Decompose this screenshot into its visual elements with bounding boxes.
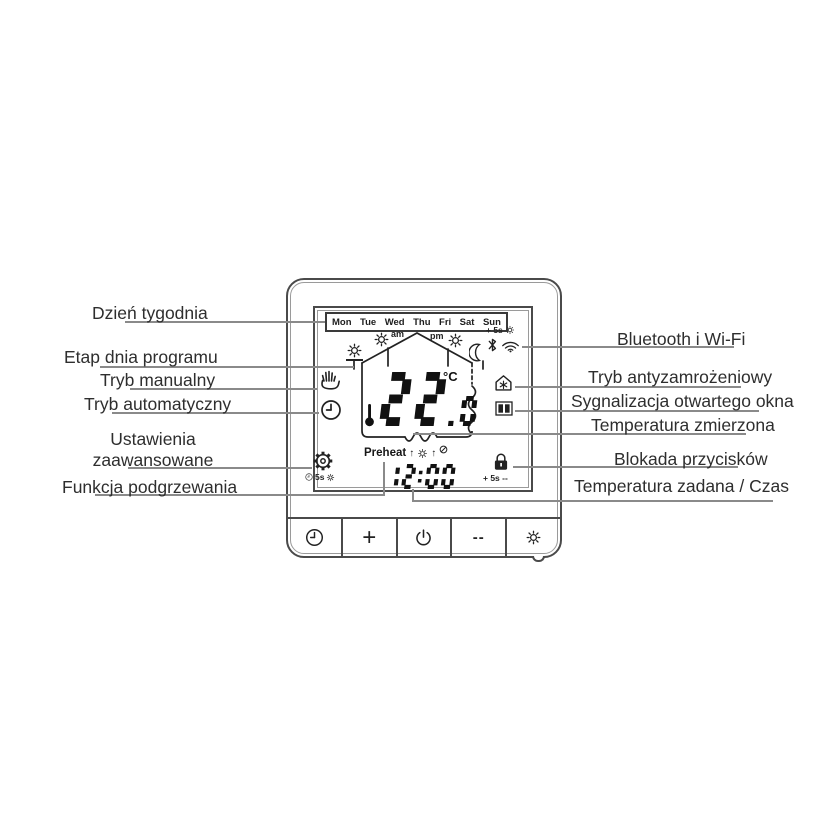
- callout-auto-mode: Tryb automatyczny: [84, 394, 232, 414]
- callout-program-stage: Etap dnia programu: [64, 347, 218, 367]
- callout-open-window: Sygnalizacja otwartego okna: [571, 391, 794, 411]
- power-button[interactable]: [395, 519, 451, 556]
- arrow-up-icon: ↑: [409, 447, 415, 459]
- body-bottom-notch: [532, 556, 545, 562]
- weekday-sun: Sun: [482, 316, 501, 328]
- callout-measured-temperature: Temperatura zmierzona: [591, 415, 775, 435]
- pm-label: pm: [430, 331, 444, 341]
- plus-label: +: [362, 523, 377, 551]
- weekday-thu: Thu: [413, 316, 431, 328]
- preheat-label: Preheat: [364, 447, 407, 459]
- leader-program-stage: [100, 366, 354, 368]
- leader-key-lock: [513, 466, 738, 468]
- no-heating-icon: [439, 445, 448, 454]
- weekday-sat: Sat: [459, 316, 475, 328]
- wifi-hold-hint-text: + 5s: [486, 325, 503, 335]
- clock-mini-icon: [305, 473, 313, 481]
- measured-temperature-readout: [377, 372, 487, 431]
- leader-measured-temperature: [413, 433, 746, 435]
- sun-mini-icon: [326, 473, 335, 482]
- clock-icon: [305, 528, 324, 547]
- weekday-fri: Fri: [439, 316, 452, 328]
- weekday-mon: Mon: [332, 316, 352, 328]
- temperature-unit: °C: [443, 369, 458, 384]
- callout-advanced-settings-line1: Ustawienia: [110, 429, 196, 449]
- lcd-inner-outline: [317, 310, 529, 488]
- arrow-up-icon: ↑: [431, 447, 437, 459]
- callout-preheat-function: Funkcja podgrzewania: [62, 477, 238, 497]
- leader-open-window: [515, 410, 759, 412]
- increase-button[interactable]: +: [340, 519, 396, 556]
- auto-mode-clock-icon: [320, 399, 342, 421]
- leader-set-temp-v: [412, 489, 414, 502]
- lock-hold-hint: + 5s --: [483, 473, 508, 483]
- callout-antifreeze-mode: Tryb antyzamrożeniowy: [588, 367, 773, 387]
- callout-advanced-settings: Ustawienia zaawansowane: [88, 429, 218, 471]
- leader-preheat-h: [95, 494, 385, 496]
- leader-set-temp-h: [412, 500, 773, 502]
- callout-day-of-week: Dzień tygodnia: [92, 303, 208, 323]
- gear-hold-hint-text: 5s: [315, 472, 325, 482]
- callout-set-temperature-time: Temperatura zadana / Czas: [574, 476, 789, 496]
- leader-auto-mode: [112, 412, 319, 414]
- wifi-hold-hint: + 5s: [486, 325, 515, 335]
- wifi-icon: [501, 338, 520, 353]
- power-icon: [414, 528, 433, 547]
- decrease-button[interactable]: --: [450, 519, 505, 556]
- leader-antifreeze: [515, 386, 741, 388]
- weekday-wed: Wed: [384, 316, 405, 328]
- time-readout: [383, 464, 462, 494]
- time-button[interactable]: [288, 519, 341, 556]
- settings-gear-icon: [311, 449, 335, 473]
- callout-bluetooth-wifi: Bluetooth i Wi-Fi: [617, 329, 746, 349]
- leader-bluetooth-wifi: [522, 346, 734, 348]
- leader-manual-mode: [130, 388, 317, 390]
- callout-manual-mode: Tryb manualny: [100, 370, 216, 390]
- weekday-bar: Mon Tue Wed Thu Fri Sat Sun: [325, 312, 508, 332]
- leader-advanced-settings: [128, 467, 312, 469]
- thermostat-body-inner-outline: [290, 282, 558, 554]
- key-lock-icon: [492, 451, 510, 472]
- callout-advanced-settings-line2: zaawansowane: [92, 450, 214, 470]
- leader-day-of-week: [125, 321, 325, 323]
- sun-icon: [525, 529, 542, 546]
- manual-mode-hand-icon: [317, 368, 341, 392]
- minus-label: --: [472, 529, 485, 546]
- am-label: am: [391, 329, 405, 339]
- preheat-indicator: Preheat ↑ ↑: [364, 447, 448, 459]
- lock-hold-hint-text: + 5s --: [483, 473, 508, 483]
- gear-hold-hint: 5s: [305, 472, 335, 482]
- sun-mini-icon: [505, 325, 515, 335]
- leader-preheat-v: [383, 462, 385, 496]
- sun-mini-icon: [417, 448, 428, 459]
- callout-key-lock: Blokada przycisków: [614, 449, 768, 469]
- thermometer-icon: [363, 403, 376, 427]
- backlight-button[interactable]: [505, 519, 560, 556]
- button-row: + --: [288, 517, 560, 556]
- weekday-tue: Tue: [360, 316, 377, 328]
